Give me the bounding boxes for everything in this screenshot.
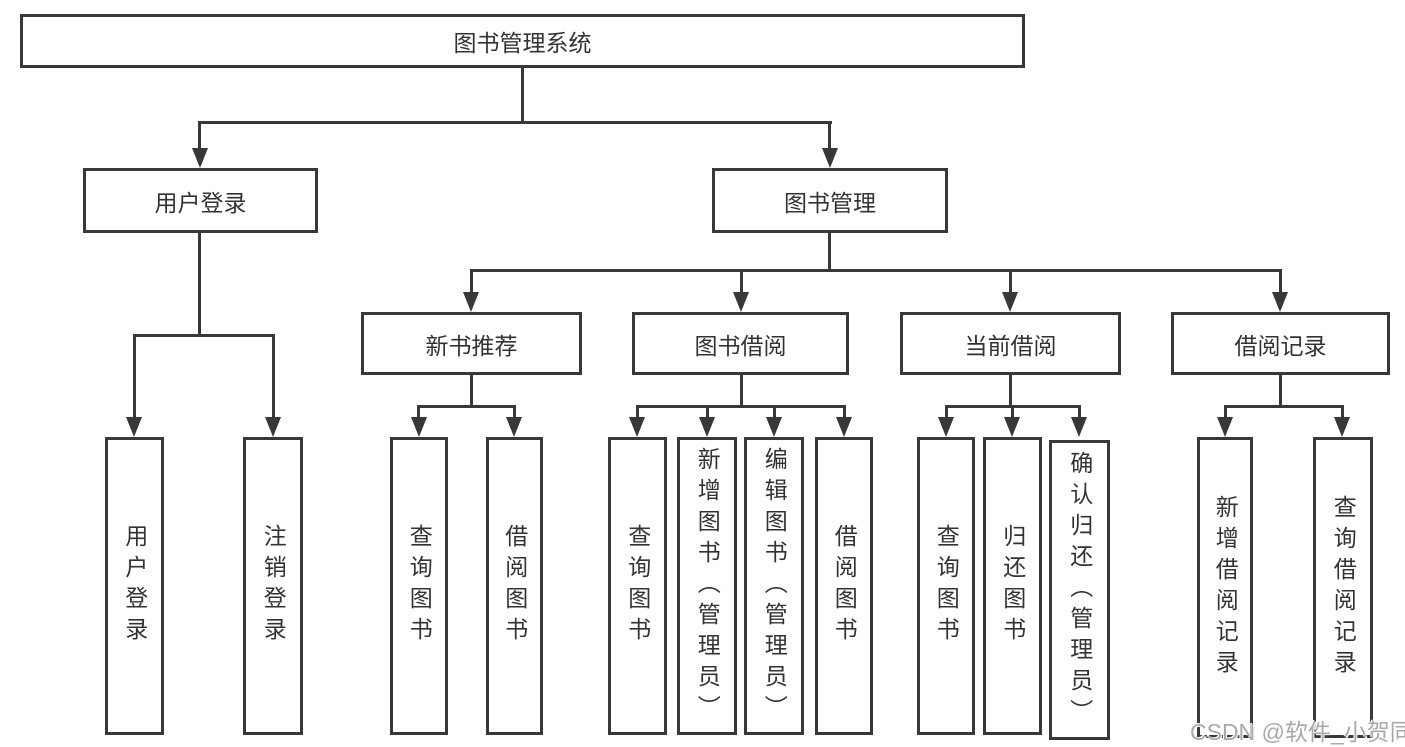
leaf-add-book-admin: 新增图书（管理员） <box>677 437 737 735</box>
leaf-query-borrow-record-label: 查询借阅记录 <box>1330 494 1357 681</box>
node-current-borrow-label: 当前借阅 <box>964 332 1057 359</box>
arrowhead-book-borrow <box>733 292 749 312</box>
connector-book-borrow-hline <box>636 405 845 408</box>
connector-drop-book-borrow <box>740 269 743 293</box>
arrowhead-current-borrow <box>1002 292 1018 312</box>
leaf-edit-book-admin: 编辑图书（管理员） <box>744 437 804 735</box>
node-book-borrow-label: 图书借阅 <box>694 332 787 359</box>
arrowhead-leaf-e1 <box>1217 417 1233 437</box>
arrowhead-leaf-a2 <box>265 417 281 437</box>
connector-book-borrow-stem <box>740 375 743 408</box>
leaf-return-book-label: 归还图书 <box>999 524 1026 648</box>
leaf-return-book: 归还图书 <box>983 437 1042 735</box>
connector-user-login-hline <box>133 334 275 337</box>
connector-borrow-records-stem <box>1279 375 1282 408</box>
arrowhead-new-books <box>463 292 479 312</box>
connector-user-login-stem <box>198 233 201 336</box>
leaf-add-borrow-record: 新增借阅记录 <box>1197 437 1253 738</box>
node-root: 图书管理系统 <box>20 14 1025 68</box>
connector-drop-current-borrow <box>1009 269 1012 293</box>
leaf-user-login-label: 用户登录 <box>121 524 148 648</box>
connector-current-borrow-stem <box>1009 375 1012 408</box>
leaf-logout: 注销登录 <box>243 437 303 735</box>
connector-drop-leaf-e1 <box>1224 405 1227 419</box>
arrowhead-leaf-d3 <box>1071 417 1087 437</box>
connector-drop-leaf-c2 <box>706 405 709 419</box>
node-current-borrow: 当前借阅 <box>900 312 1121 375</box>
connector-borrow-records-hline <box>1224 405 1343 408</box>
arrowhead-leaf-c4 <box>836 417 852 437</box>
arrowhead-leaf-c2 <box>699 417 715 437</box>
connector-drop-leaf-c3 <box>773 405 776 419</box>
arrowhead-book-mgmt <box>822 148 838 168</box>
arrowhead-leaf-c1 <box>629 417 645 437</box>
arrowhead-leaf-d2 <box>1004 417 1020 437</box>
node-borrow-records: 借阅记录 <box>1171 312 1390 375</box>
connector-drop-book-mgmt <box>828 121 831 149</box>
arrowhead-leaf-a1 <box>126 417 142 437</box>
leaf-newbooks-query-label: 查询图书 <box>406 524 433 648</box>
connector-drop-leaf-b1 <box>417 405 420 419</box>
node-user-login: 用户登录 <box>83 168 318 233</box>
leaf-newbooks-borrow: 借阅图书 <box>486 437 543 735</box>
leaf-newbooks-query: 查询图书 <box>390 437 448 735</box>
node-new-books-label: 新书推荐 <box>425 332 518 359</box>
arrowhead-leaf-b2 <box>506 417 522 437</box>
leaf-borrow-book: 借阅图书 <box>815 437 873 735</box>
leaf-current-query-label: 查询图书 <box>933 524 960 648</box>
leaf-confirm-return-admin-label: 确认归还（管理员） <box>1066 450 1093 730</box>
connector-book-mgmt-stem <box>828 233 831 272</box>
node-book-mgmt: 图书管理 <box>712 168 948 233</box>
csdn-watermark: CSDN @软件_小贺同学 <box>1190 719 1405 745</box>
connector-drop-leaf-a2 <box>272 334 275 418</box>
connector-drop-borrow-records <box>1279 269 1282 293</box>
leaf-borrow-query: 查询图书 <box>608 437 667 735</box>
leaf-borrow-book-label: 借阅图书 <box>831 524 858 648</box>
leaf-user-login: 用户登录 <box>105 437 164 735</box>
connector-drop-new-books <box>470 269 473 293</box>
connector-drop-leaf-a1 <box>133 334 136 418</box>
leaf-borrow-query-label: 查询图书 <box>624 524 651 648</box>
connector-root-hline <box>198 121 832 124</box>
connector-drop-leaf-c4 <box>843 405 846 419</box>
connector-drop-leaf-d1 <box>945 405 948 419</box>
connector-drop-leaf-b2 <box>513 405 516 419</box>
arrowhead-leaf-e2 <box>1334 417 1350 437</box>
connector-book-mgmt-hline <box>470 269 1282 272</box>
connector-new-books-hline <box>417 405 516 408</box>
arrowhead-borrow-records <box>1272 292 1288 312</box>
connector-drop-leaf-c1 <box>636 405 639 419</box>
connector-drop-leaf-e2 <box>1341 405 1344 419</box>
arrowhead-leaf-b1 <box>411 417 427 437</box>
node-new-books: 新书推荐 <box>361 312 582 375</box>
arrowhead-leaf-d1 <box>938 417 954 437</box>
node-book-mgmt-label: 图书管理 <box>784 189 876 216</box>
arrowhead-leaf-c3 <box>766 417 782 437</box>
connector-drop-leaf-d2 <box>1011 405 1014 419</box>
connector-new-books-stem <box>470 375 473 408</box>
node-borrow-records-label: 借阅记录 <box>1234 332 1327 359</box>
node-root-label: 图书管理系统 <box>453 30 592 56</box>
connector-root-stem <box>521 68 524 124</box>
leaf-current-query: 查询图书 <box>917 437 975 735</box>
connector-drop-user-login <box>198 121 201 149</box>
connector-drop-leaf-d3 <box>1078 405 1081 419</box>
leaf-add-book-admin-label: 新增图书（管理员） <box>694 446 721 726</box>
node-book-borrow: 图书借阅 <box>632 312 849 375</box>
leaf-add-borrow-record-label: 新增借阅记录 <box>1212 494 1239 681</box>
leaf-confirm-return-admin: 确认归还（管理员） <box>1049 440 1110 740</box>
leaf-logout-label: 注销登录 <box>260 524 287 648</box>
leaf-query-borrow-record: 查询借阅记录 <box>1313 437 1373 738</box>
arrowhead-user-login <box>192 148 208 168</box>
leaf-newbooks-borrow-label: 借阅图书 <box>501 524 528 648</box>
node-user-login-label: 用户登录 <box>154 189 247 216</box>
leaf-edit-book-admin-label: 编辑图书（管理员） <box>761 446 788 726</box>
